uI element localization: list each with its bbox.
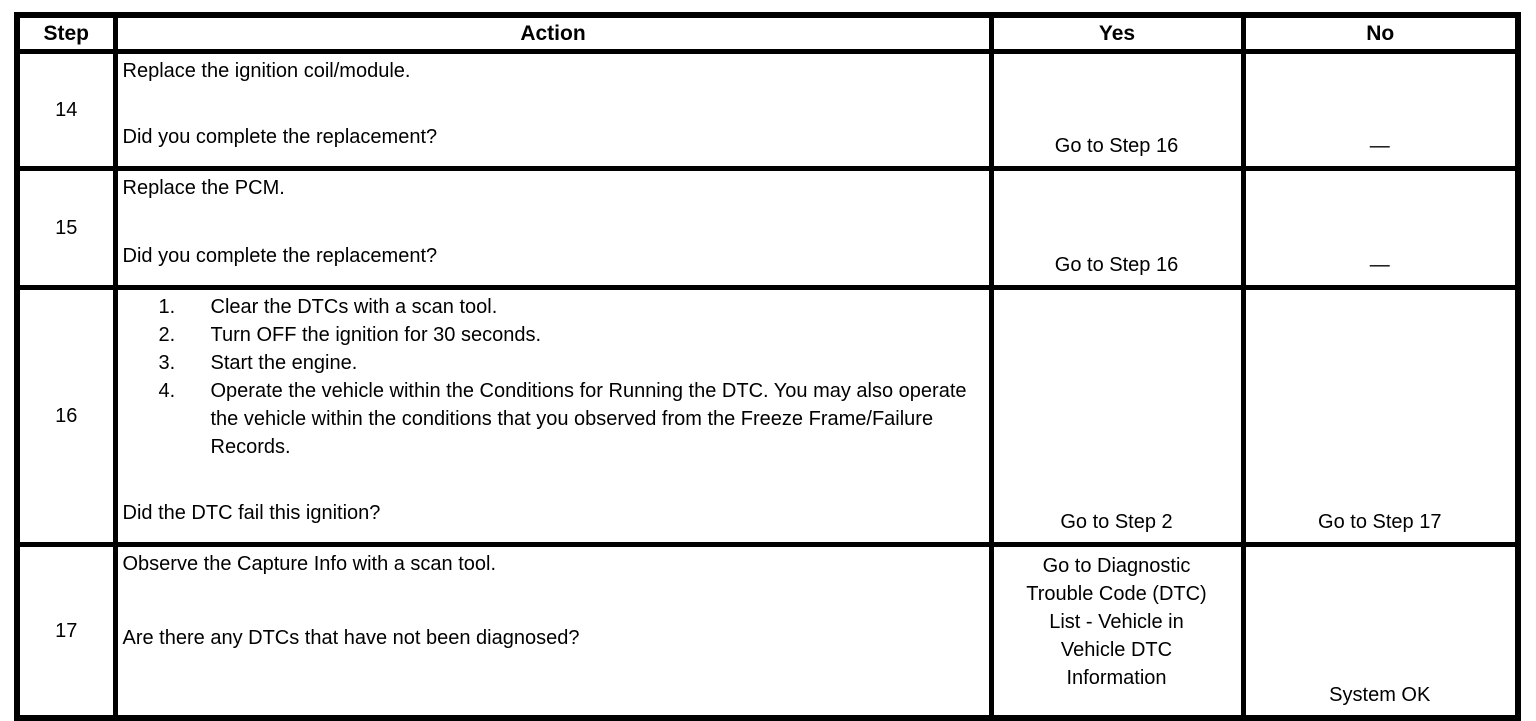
- action-cell: Observe the Capture Info with a scan too…: [112, 542, 994, 721]
- list-item: 3. Start the engine.: [123, 349, 983, 377]
- step-number-cell: 17: [14, 542, 118, 721]
- yes-text-line: Vehicle DTC: [1060, 639, 1173, 661]
- yes-column-header: Yes: [988, 12, 1246, 54]
- yes-cell: Go to Step 16: [988, 49, 1246, 171]
- yes-text-line: Information: [1066, 667, 1167, 689]
- action-text: Replace the ignition coil/module.: [122, 60, 411, 82]
- no-column-header: No: [1240, 12, 1521, 54]
- list-item-number: 4.: [158, 380, 176, 402]
- question-text: Are there any DTCs that have not been di…: [122, 627, 580, 649]
- action-column-header: Action: [112, 12, 994, 54]
- list-item-text: Turn OFF the ignition for 30 seconds.: [210, 324, 542, 346]
- yes-text-line: List - Vehicle in: [1049, 611, 1184, 633]
- list-item-text: Operate the vehicle within the Condition…: [210, 380, 967, 458]
- yes-cell: Go to Step 16: [988, 166, 1246, 290]
- list-item-number: 3.: [158, 352, 176, 374]
- no-cell: System OK: [1240, 542, 1521, 721]
- action-text: Replace the PCM.: [122, 177, 285, 199]
- no-cell: —: [1240, 166, 1521, 290]
- action-text: Observe the Capture Info with a scan too…: [122, 553, 497, 575]
- yes-text-line: Go to Diagnostic: [1042, 555, 1191, 577]
- no-cell: Go to Step 17: [1240, 285, 1521, 547]
- action-ordered-list: 1. Clear the DTCs with a scan tool. 2. T…: [123, 293, 983, 461]
- header-row: Step Action Yes No: [14, 12, 1521, 54]
- action-cell: Replace the ignition coil/module. Did yo…: [112, 49, 994, 171]
- no-cell: —: [1240, 49, 1521, 171]
- question-text: Did you complete the replacement?: [122, 245, 438, 267]
- document-page: Step Action Yes No 14 Replace the igniti…: [14, 12, 1521, 721]
- question-text: Did you complete the replacement?: [122, 126, 438, 148]
- list-item: 1. Clear the DTCs with a scan tool.: [123, 293, 983, 321]
- list-item-text: Start the engine.: [210, 352, 358, 374]
- yes-cell: Go to Step 2: [988, 285, 1246, 547]
- step-number-cell: 16: [14, 285, 118, 547]
- list-item: 2. Turn OFF the ignition for 30 seconds.: [123, 321, 983, 349]
- step-column-header: Step: [14, 12, 118, 54]
- action-cell: 1. Clear the DTCs with a scan tool. 2. T…: [112, 285, 994, 547]
- step-number-cell: 15: [14, 166, 118, 290]
- step-number-cell: 14: [14, 49, 118, 171]
- diagnostic-steps-table: Step Action Yes No 14 Replace the igniti…: [14, 12, 1521, 721]
- table-row-step-15: 15 Replace the PCM. Did you complete the…: [14, 166, 1521, 290]
- yes-text-line: Trouble Code (DTC): [1026, 583, 1207, 605]
- table-row-step-17: 17 Observe the Capture Info with a scan …: [14, 542, 1521, 721]
- table-row-step-16: 16 1. Clear the DTCs with a scan tool. 2…: [14, 285, 1521, 547]
- list-item: 4. Operate the vehicle within the Condit…: [123, 377, 983, 461]
- list-item-number: 1.: [158, 296, 176, 318]
- list-item-number: 2.: [158, 324, 176, 346]
- question-text: Did the DTC fail this ignition?: [122, 502, 381, 524]
- list-item-text: Clear the DTCs with a scan tool.: [210, 296, 498, 318]
- table-row-step-14: 14 Replace the ignition coil/module. Did…: [14, 49, 1521, 171]
- yes-cell: Go to Diagnostic Trouble Code (DTC) List…: [988, 542, 1246, 721]
- action-cell: Replace the PCM. Did you complete the re…: [112, 166, 994, 290]
